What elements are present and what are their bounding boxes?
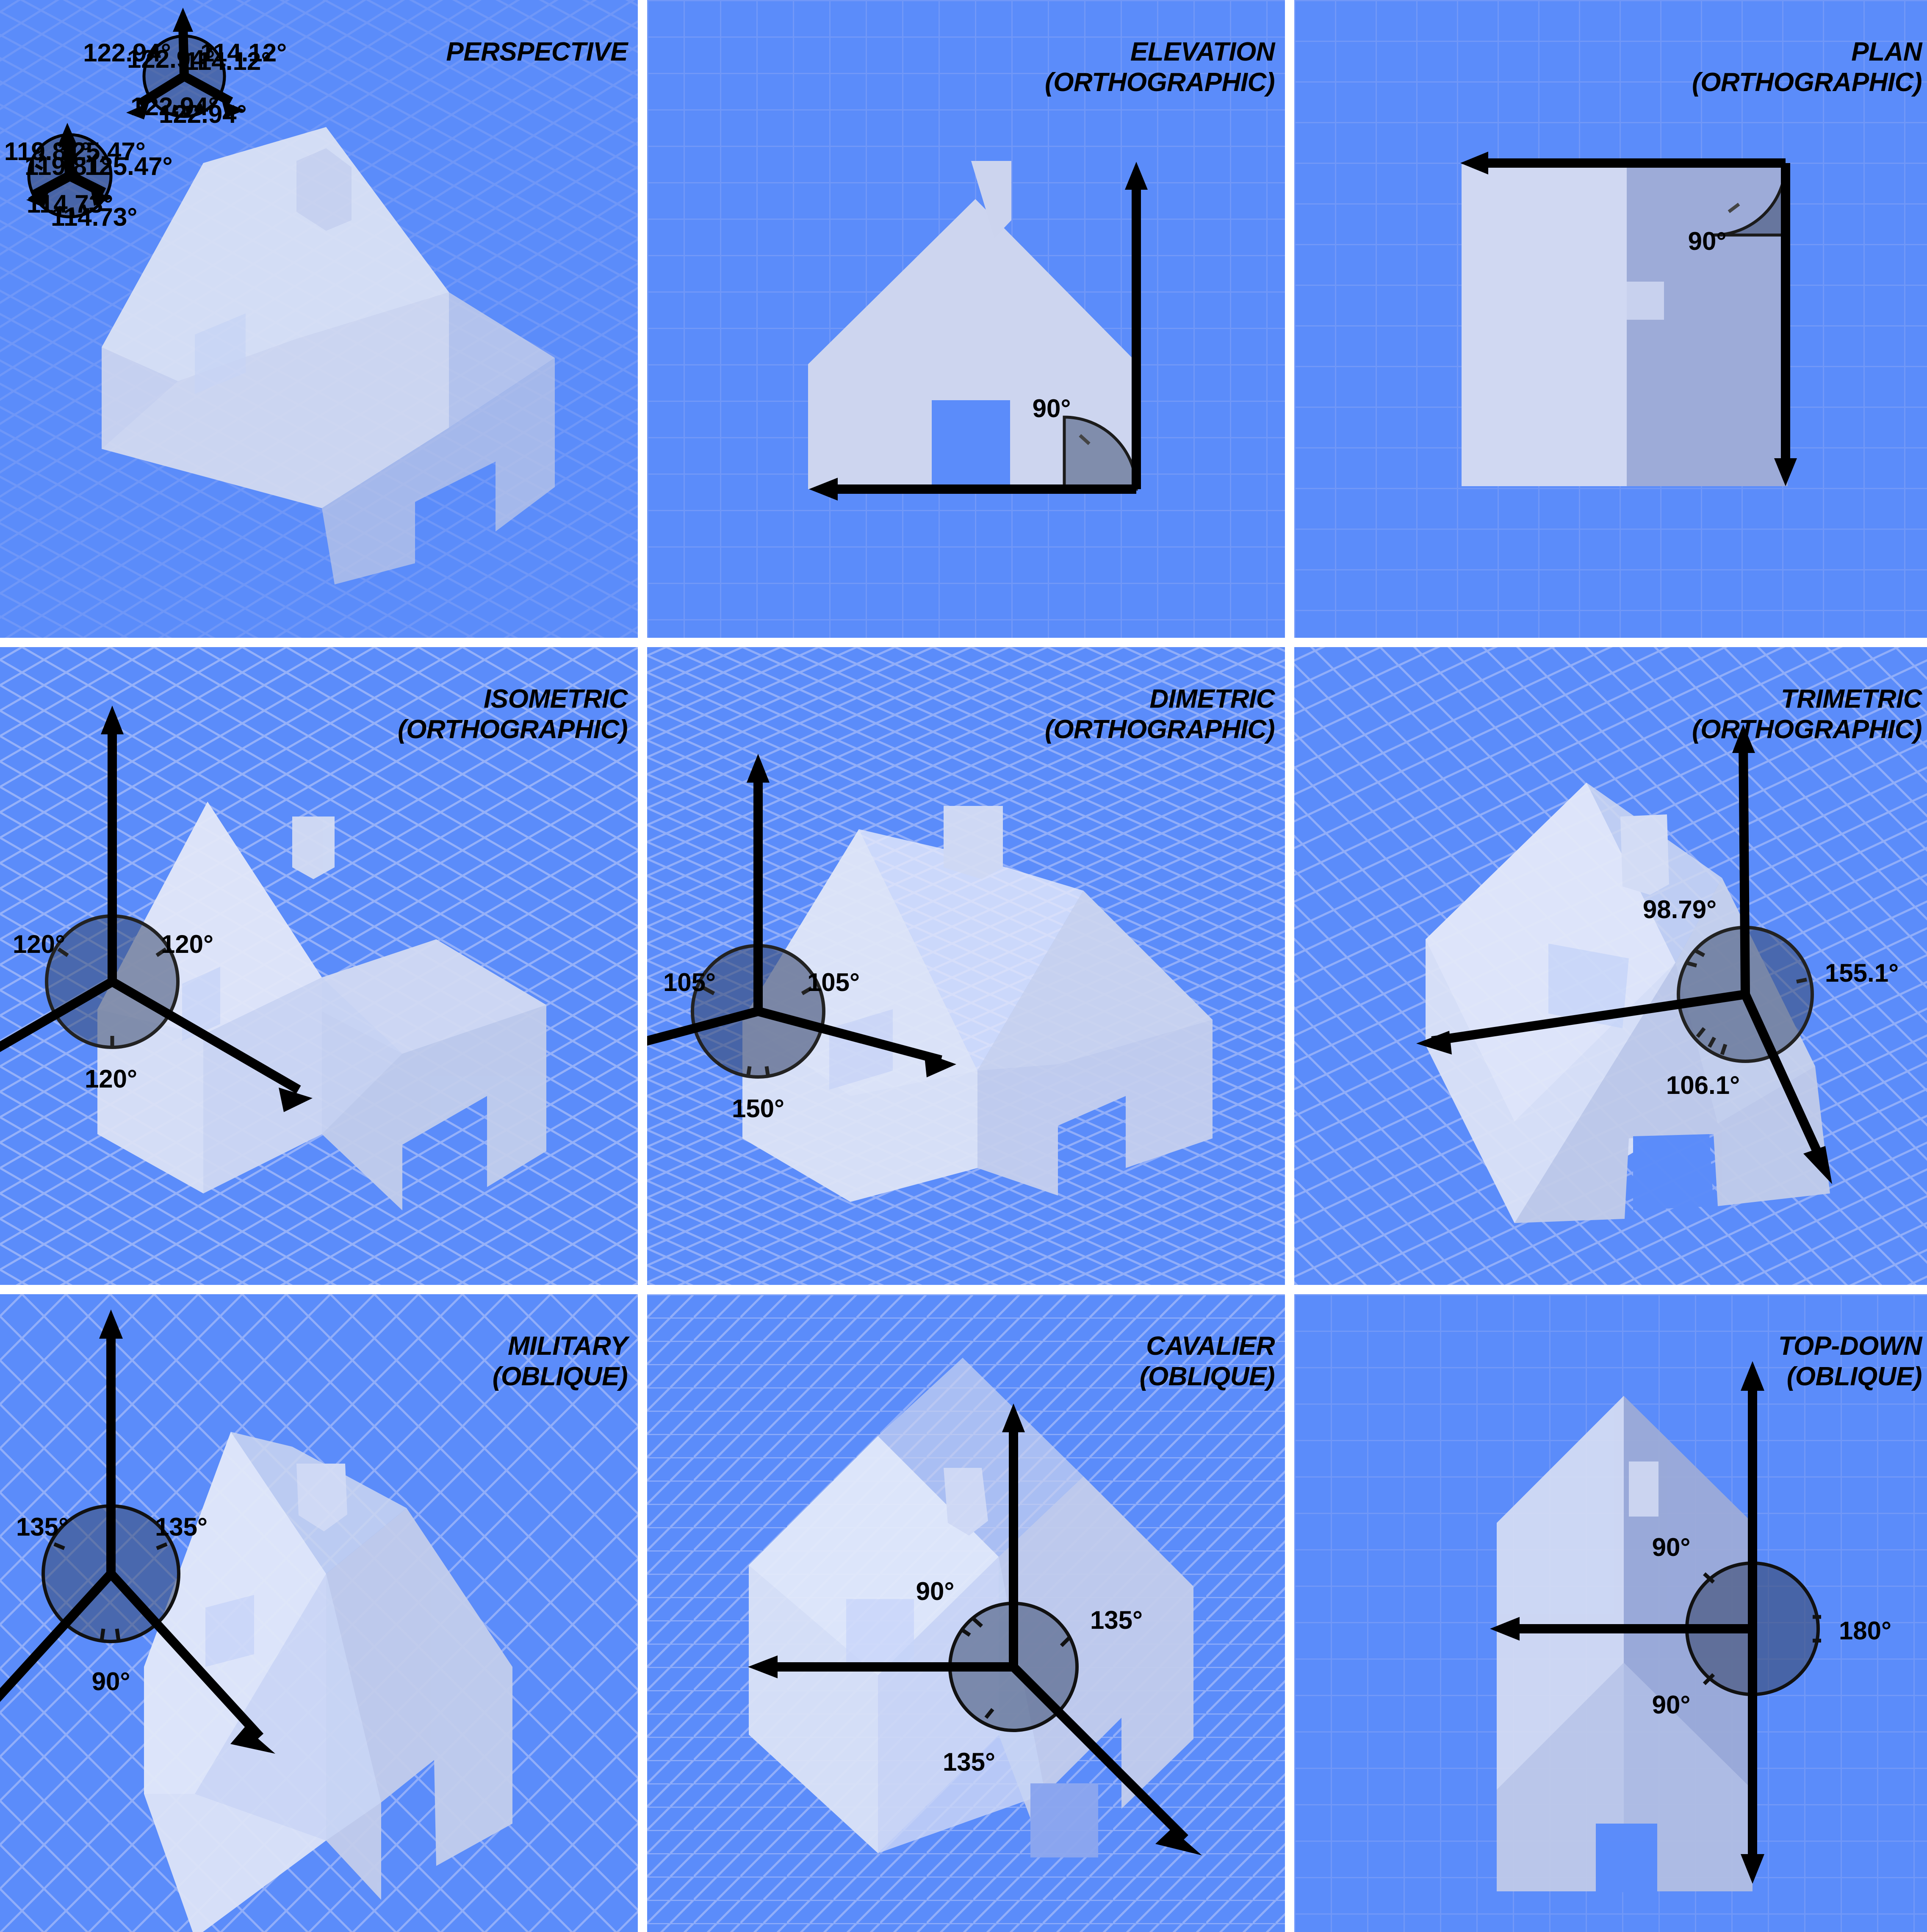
title-line-2: (ORTHOGRAPHIC) (398, 715, 628, 745)
panel-title-isometric: ISOMETRIC (ORTHOGRAPHIC) (398, 653, 628, 776)
angle-label: 119.81° (4, 137, 91, 166)
gizmo-upper: 122.94° 114.12° 122.94° (83, 8, 287, 121)
trimetric-scene: 98.79° 155.1° 106.1° (1294, 647, 1927, 1285)
panel-cavalier: 90° 135° 135° CAVALIER (OBLIQUE) (647, 1294, 1285, 1932)
house-model (144, 1432, 512, 1932)
title-line-1: TOP-DOWN (1778, 1331, 1922, 1361)
perspective-scene: 122.94° 114.12° 122.94° (0, 0, 638, 638)
angle-label-left: 98.79° (1643, 895, 1717, 924)
angle-label-upper-right: 114.12° (185, 47, 271, 75)
title-line-2: (ORTHOGRAPHIC) (1692, 715, 1922, 745)
panel-title-topdown: TOP-DOWN (OBLIQUE) (1778, 1300, 1922, 1423)
angle-label-right: 135° (1090, 1606, 1143, 1634)
angle-label: 122.94° (83, 39, 171, 67)
title-line-1: ELEVATION (1130, 37, 1275, 66)
isometric-scene: 120° 120° 120° (0, 647, 638, 1285)
title-line-1: PERSPECTIVE (446, 37, 628, 66)
angle-label-lower-right: 125.47° (85, 152, 173, 180)
title-line-2: (OBLIQUE) (1139, 1362, 1275, 1392)
axis-gizmo (0, 1309, 275, 1754)
title-line-2: (OBLIQUE) (1786, 1362, 1922, 1392)
plan-scene: 90° (1294, 0, 1927, 638)
angle-label-upper-bottom: 122.94° (159, 100, 247, 128)
panel-isometric: 120° 120° 120° ISOMETRIC (ORTHOGRAPHIC) (0, 647, 638, 1285)
panel-topdown: 90° 180° 90° TOP-DOWN (OBLIQUE) (1294, 1294, 1927, 1932)
gizmo-lower (26, 123, 113, 219)
angle-label-left: 105° (663, 968, 716, 996)
panel-plan: 90° PLAN (ORTHOGRAPHIC) (1294, 0, 1927, 638)
angle-label-bottom: 106.1° (1666, 1071, 1740, 1099)
axis-gizmo (0, 706, 313, 1112)
topdown-scene: 90° 180° 90° (1294, 1294, 1927, 1932)
title-line-1: PLAN (1851, 37, 1922, 66)
title-line-1: MILITARY (507, 1331, 628, 1361)
angle-label: 114.12° (200, 39, 287, 67)
house-model (102, 127, 555, 584)
angle-label-right: 180° (1839, 1616, 1891, 1645)
angle-label-lower-left: 119.81° (25, 152, 111, 180)
house-model (749, 1358, 1193, 1857)
title-line-2: (ORTHOGRAPHIC) (1045, 68, 1275, 97)
angle-label-left: 120° (13, 930, 65, 958)
military-scene: 135° 135° 90° (0, 1294, 638, 1932)
cavalier-scene: 90° 135° 135° (647, 1294, 1285, 1932)
title-line-1: CAVALIER (1146, 1331, 1275, 1361)
panel-title-plan: PLAN (ORTHOGRAPHIC) (1692, 6, 1922, 129)
angle-label-bottom: 120° (85, 1065, 137, 1093)
panel-trimetric: 98.79° 155.1° 106.1° TRIMETRIC (ORTHOGRA… (1294, 647, 1927, 1285)
axis-gizmo (647, 754, 956, 1079)
right-angle-gizmo (809, 162, 1148, 501)
angle-label-left: 135° (16, 1513, 69, 1541)
angle-label: 125.47° (58, 137, 146, 166)
angle-label-upper-left: 122.94° (127, 45, 215, 73)
chimney-footprint (1627, 282, 1664, 320)
angle-label-bottom: 150° (732, 1094, 784, 1123)
angle-label-right: 105° (807, 968, 860, 996)
door-opening (932, 400, 1010, 489)
door-opening (1633, 1134, 1714, 1210)
angle-label-left: 90° (916, 1577, 955, 1605)
angle-label-bottom: 90° (92, 1667, 130, 1696)
title-line-2: (ORTHOGRAPHIC) (1045, 715, 1275, 745)
title-line-1: ISOMETRIC (484, 684, 628, 714)
panel-title-military: MILITARY (OBLIQUE) (493, 1300, 628, 1423)
angle-label: 122.94° (130, 92, 219, 121)
angle-label-corner: 90° (1033, 394, 1071, 423)
angle-label-lower-bottom: 114.73° (51, 203, 138, 231)
panel-title-dimetric: DIMETRIC (ORTHOGRAPHIC) (1045, 653, 1275, 776)
axis-gizmo (748, 1403, 1202, 1855)
panel-title-cavalier: CAVALIER (OBLIQUE) (1140, 1300, 1275, 1423)
angle-label-bottom: 135° (943, 1748, 995, 1776)
axis-gizmo (1490, 1361, 1821, 1884)
house-model (1462, 164, 1788, 486)
angle-label: 114.73° (27, 190, 113, 218)
dimetric-scene: 105° 105° 150° (647, 647, 1285, 1285)
elevation-scene: 90° (647, 0, 1285, 638)
panel-perspective: 122.94° 114.12° 122.94° (0, 0, 638, 638)
right-angle-gizmo (1460, 152, 1797, 486)
angle-label-right: 155.1° (1825, 959, 1899, 987)
panel-title-trimetric: TRIMETRIC (ORTHOGRAPHIC) (1692, 653, 1922, 776)
axis-gizmo (1416, 724, 1832, 1184)
title-line-1: TRIMETRIC (1780, 684, 1922, 714)
angle-label-right: 120° (161, 930, 213, 958)
house-model (808, 161, 1138, 489)
title-line-2: (OBLIQUE) (492, 1362, 628, 1392)
panel-title-elevation: ELEVATION (ORTHOGRAPHIC) (1045, 6, 1275, 129)
angle-label-corner: 90° (1688, 227, 1727, 255)
title-line-2: (ORTHOGRAPHIC) (1692, 68, 1922, 97)
angle-label-left: 90° (1652, 1533, 1691, 1561)
panel-title-perspective: PERSPECTIVE (446, 6, 628, 67)
panel-military: 135° 135° 90° MILITARY (OBLIQUE) (0, 1294, 638, 1932)
door-opening (1030, 1783, 1098, 1857)
angle-label-bottom: 90° (1652, 1691, 1691, 1719)
chimney (1629, 1461, 1658, 1517)
panel-dimetric: 105° 105° 150° DIMETRIC (ORTHOGRAPHIC) (647, 647, 1285, 1285)
door-opening (1596, 1824, 1657, 1892)
title-line-1: DIMETRIC (1149, 684, 1275, 714)
panel-elevation: 90° ELEVATION (ORTHOGRAPHIC) (647, 0, 1285, 638)
angle-label-right: 135° (155, 1513, 208, 1541)
